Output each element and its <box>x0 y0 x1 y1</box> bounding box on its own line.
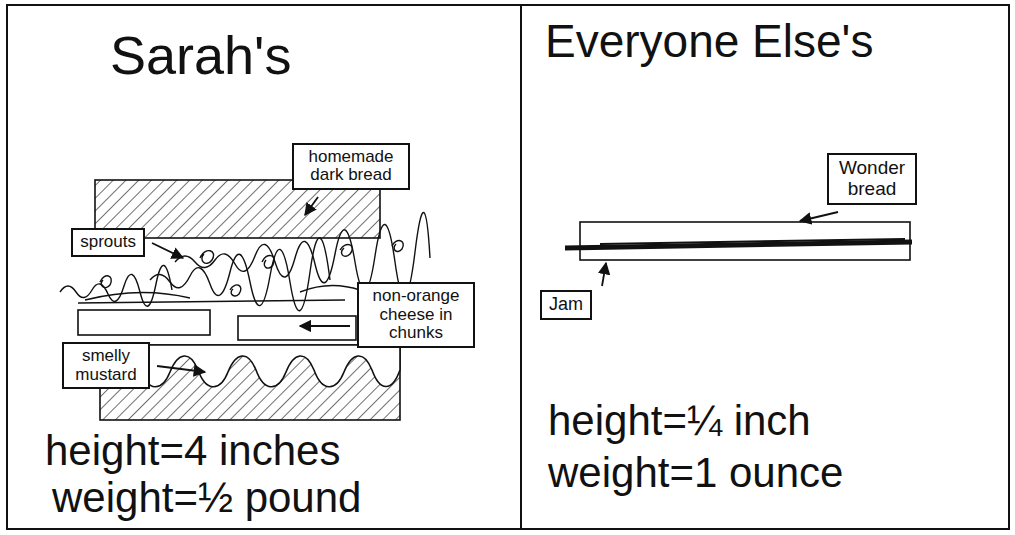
callout-box: Jam <box>540 290 592 320</box>
cheese-chunk <box>78 310 210 335</box>
callout-box: homemade dark bread <box>292 143 410 190</box>
callout-label: smelly mustard <box>71 347 141 384</box>
callout-label: Jam <box>549 295 583 315</box>
panel-heading: Everyone Else's <box>545 16 873 67</box>
jam-layer <box>600 239 905 244</box>
callout-label: homemade dark bread <box>301 148 401 185</box>
measurement-text: weight=1 ounce <box>548 450 843 496</box>
callout-box: sprouts <box>71 228 145 257</box>
callout-label: non-orange cheese in chunks <box>366 287 466 343</box>
callout-box: smelly mustard <box>62 342 150 389</box>
leader-arrows <box>152 197 838 372</box>
measurement-text: height=¼ inch <box>548 398 811 444</box>
measurement-text: weight=½ pound <box>52 475 361 521</box>
measurement-text: height=4 inches <box>45 428 340 474</box>
filling-line <box>78 300 345 303</box>
callout-box: Wonder bread <box>827 153 917 205</box>
comic-panel: Wonder breadJam Everyone Else's height=¼ i… <box>520 4 1010 530</box>
panel-heading: Sarah's <box>110 26 291 85</box>
callout-box: non-orange cheese in chunks <box>357 282 475 348</box>
callout-label: sprouts <box>80 233 136 252</box>
cheese-chunk <box>238 316 356 340</box>
callout-label: Wonder bread <box>836 158 908 200</box>
comic-panel: homemade dark bread sprouts non-orange che… <box>6 4 522 530</box>
